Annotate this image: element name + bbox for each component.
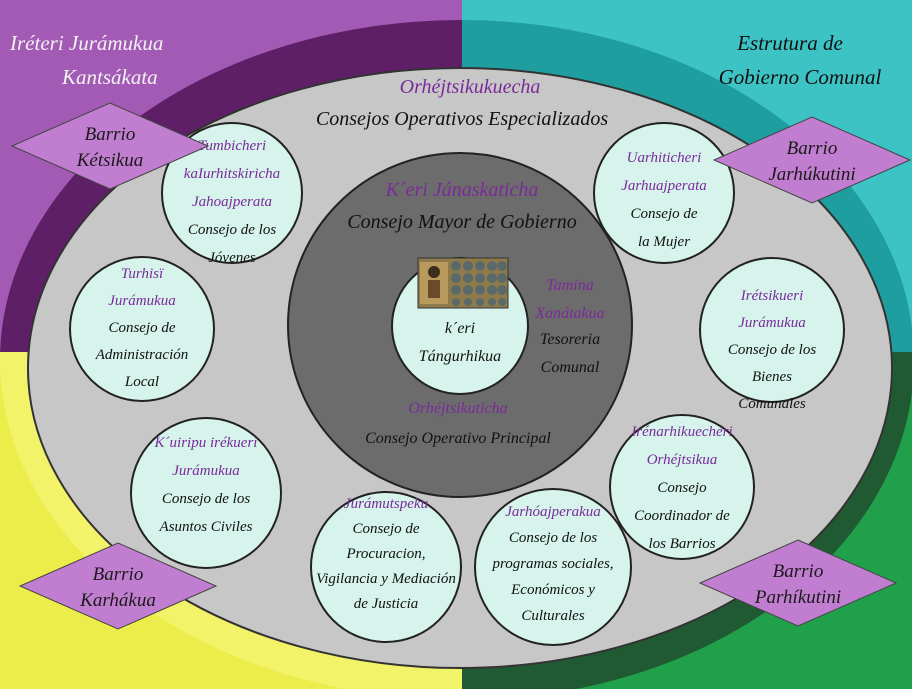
treasury-spanish-line2: Comunal [541, 359, 600, 376]
codex-image [417, 257, 509, 309]
council-circle [609, 414, 755, 560]
text-layer: Iréteri Jurámukua Kantsákata Estrutura d… [9, 31, 882, 447]
barrio-diamonds: BarrioKétsikuaBarrioJarhúkutiniBarrioKar… [10, 102, 912, 630]
council-circle [699, 257, 845, 403]
core-label-line2: Tángurhikua [419, 348, 501, 365]
barrio-label-line: Kétsikua [76, 150, 144, 171]
corner-top-left-line2: Kantsákata [61, 65, 158, 89]
council-spanish-line: Coordinador de [634, 508, 730, 524]
council-native-line: Tumbicheri [198, 138, 266, 154]
council-circle [130, 417, 282, 569]
council-spanish-line: programas sociales, [491, 556, 613, 572]
council-native-line: Jurámukua [172, 463, 240, 479]
council-native-line: Jurámukua [738, 315, 806, 331]
corner-top-right-line1: Estrutura de [736, 31, 843, 55]
council-circle [69, 256, 215, 402]
barrio-label-line: Parhíkutini [754, 587, 841, 608]
council-circle [161, 122, 303, 264]
barrio-label-line: Barrio [773, 561, 824, 582]
council-native-line: Turhisï [121, 266, 164, 282]
council-spanish-line: Administración [95, 347, 189, 363]
treasury-spanish-line1: Tesoreria [540, 331, 600, 348]
council-native-line: Uarhiticheri [627, 150, 702, 166]
principal-spanish: Consejo Operativo Principal [365, 430, 551, 447]
council-spanish-line: Consejo de los [162, 491, 250, 507]
council-spanish-line: Económicos y [510, 582, 595, 598]
treasury-native-line1: Tamina [546, 277, 593, 294]
council-circle [593, 122, 735, 264]
council-spanish-line: Consejo [657, 480, 707, 496]
council-1: Tumbicheri kaIurhitskirichaJahoajperataCo… [161, 122, 303, 266]
barrio-label-line: Barrio [85, 124, 136, 145]
ring-title-spanish: Consejos Operativos Especializados [316, 108, 608, 130]
council-spanish-line: Consejo de [108, 320, 175, 336]
center-title-spanish: Consejo Mayor de Gobierno [347, 211, 576, 233]
council-native-line: kaIurhitskiricha [184, 166, 280, 182]
council-spanish-line: Consejo de [630, 206, 697, 222]
council-native-line: K´uiripu irékueri [154, 435, 258, 451]
council-native-line: Jahoajperata [192, 194, 272, 210]
council-spanish-line: Consejo de los [509, 530, 597, 546]
council-spanish-line: Bienes [752, 369, 792, 385]
barrio-diamond [10, 102, 210, 190]
council-spanish-line: los Barrios [648, 536, 715, 552]
council-circle [310, 491, 462, 643]
council-spanish-line: Consejo de [352, 521, 419, 537]
council-spanish-line: la Mujer [638, 234, 690, 250]
council-spanish-line: Jóvenes [208, 250, 256, 266]
principal-native: Orhéjtsikuticha [408, 400, 507, 417]
barrio-label-line: Barrio [93, 564, 144, 585]
council-native-line: Jurámukua [108, 293, 176, 309]
barrio-diamond [698, 539, 898, 627]
ring-title-native: Orhéjtsikukuecha [400, 76, 541, 98]
council-native-line: Jarhuajperata [621, 178, 707, 194]
council-spanish-line: Culturales [521, 608, 585, 624]
barrio-label-line: Barrio [787, 138, 838, 159]
council-native-line: Jarhóajperakua [505, 504, 601, 520]
council-spanish-line: Procuracion, [345, 546, 425, 562]
council-native-line: Jurámutspeku [344, 496, 428, 512]
barrio-diamond [18, 542, 218, 630]
barrio-diamond [712, 116, 912, 204]
council-6: IrénarhikuecheriOrhéjtsikuaConsejoCoordi… [609, 414, 755, 560]
corner-top-right-line2: Gobierno Comunal [719, 65, 882, 89]
council-spanish-line: Consejo de los [188, 222, 276, 238]
barrio-label-line: Jarhúkutini [768, 164, 855, 185]
treasury-native-line2: Xanátakua [534, 305, 604, 322]
barrio-label-line: Karhákua [79, 590, 156, 611]
council-circle [474, 488, 632, 646]
council-spanish-line: Asuntos Civiles [159, 519, 253, 535]
council-native-line: Irétsikueri [740, 288, 803, 304]
corner-top-left-line1: Iréteri Jurámukua [9, 31, 163, 55]
center-title-native: K´eri Jánaskaticha [385, 179, 539, 201]
council-native-line: Orhéjtsikua [647, 452, 718, 468]
council-circles: Tumbicheri kaIurhitskirichaJahoajperataCo… [69, 122, 845, 646]
council-spanish-line: Vigilancia y Mediación [316, 571, 456, 587]
council-spanish-line: Local [124, 374, 159, 390]
council-spanish-line: Comunales [738, 396, 806, 412]
council-spanish-line: Consejo de los [728, 342, 816, 358]
council-spanish-line: de Justicia [354, 596, 419, 612]
core-label-line1: k´eri [445, 320, 475, 337]
council-native-line: Irénarhikuecheri [630, 424, 732, 440]
